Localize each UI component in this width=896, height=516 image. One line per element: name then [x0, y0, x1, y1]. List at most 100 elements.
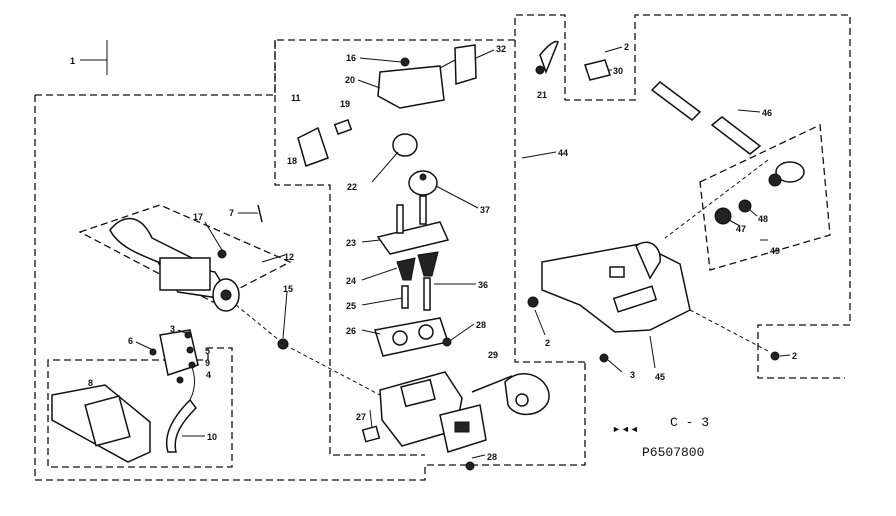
part-3-bolt: [599, 353, 609, 363]
part-49-fitting: [775, 161, 805, 183]
part-9-screw: [186, 346, 194, 354]
leader-48: [749, 209, 758, 217]
callout-1: 1: [70, 56, 75, 66]
callout-10: 10: [207, 432, 217, 442]
part-30-clip: [584, 59, 611, 81]
right-subbox: [699, 124, 831, 271]
burner-bracket: [159, 257, 211, 291]
leader-25: [361, 297, 403, 306]
callout-19: 19: [340, 99, 350, 109]
part-28b-screw: [465, 461, 475, 471]
part-23-stem-a: [396, 204, 404, 234]
leader-26: [361, 329, 381, 335]
callout-27: 27: [356, 412, 366, 422]
callout-45: 45: [655, 372, 665, 382]
callout-46: 46: [762, 108, 772, 118]
dash-burner-to-valve: [235, 304, 381, 396]
leader-2-left: [534, 309, 546, 336]
callout-29: 29: [488, 350, 498, 360]
callout-26: 26: [346, 326, 356, 336]
lower-connector: [159, 329, 199, 376]
part-15-nut: [277, 338, 289, 350]
part-27-fitting: [361, 425, 381, 443]
dash-fitting-to-valve: [664, 159, 769, 239]
dash-bracket-right: [689, 309, 771, 353]
callout-8: 8: [88, 378, 93, 388]
callout-3: 3: [170, 324, 175, 334]
part-2-bolt-right: [770, 351, 780, 361]
callout-7: 7: [229, 208, 234, 218]
leader-3: [177, 329, 189, 335]
part-37-cap-dot: [419, 173, 427, 181]
part-48-washer: [738, 199, 752, 213]
section-code: C - 3: [670, 415, 709, 430]
part-17-screw: [217, 249, 227, 259]
leader-44: [521, 151, 557, 159]
callout-28: 28: [476, 320, 486, 330]
leader-15: [282, 291, 288, 339]
callout-5: 5: [205, 346, 210, 356]
callout-2-left: 2: [545, 338, 550, 348]
left-subbox: [47, 347, 233, 468]
callout-2-right: 2: [792, 351, 797, 361]
part-36-spring: [417, 251, 439, 277]
part-6-nut: [149, 348, 157, 356]
leader-46: [737, 109, 761, 113]
callout-16: 16: [346, 53, 356, 63]
part-46-tube-a: [650, 81, 702, 121]
leader-45: [649, 335, 656, 369]
outer-boundary: [35, 14, 851, 379]
callout-9: 9: [205, 358, 210, 368]
part-5-screw: [176, 376, 184, 384]
callout-2-top: 2: [624, 42, 629, 52]
leader-26b: [471, 454, 486, 459]
part-23-stem-b: [419, 195, 427, 225]
leader-27: [369, 409, 373, 429]
callout-44: 44: [558, 148, 568, 158]
callout-24: 24: [346, 276, 356, 286]
callout-36: 36: [478, 280, 488, 290]
callout-23: 23: [346, 238, 356, 248]
part-45-bracket: [541, 243, 691, 333]
part-22-magnet: [392, 133, 418, 157]
leader-23: [361, 239, 381, 243]
callout-37: 37: [480, 205, 490, 215]
part-28-screw: [442, 337, 452, 347]
model-code: P6507800: [642, 445, 704, 460]
leader-20: [357, 79, 381, 89]
leader-12: [261, 254, 286, 263]
callout-20: 20: [345, 75, 355, 85]
valve-outlet-port: [454, 421, 470, 433]
part-7-pin: [257, 204, 263, 223]
bracket-ear: [635, 241, 661, 280]
leader-2-top: [604, 46, 623, 53]
callout-12: 12: [284, 252, 294, 262]
part-32-plate: [454, 44, 477, 85]
part-23-plate: [376, 221, 450, 255]
leader-47: [728, 219, 741, 227]
part-29-knob: [504, 372, 550, 416]
part-46-tube-b: [710, 116, 762, 155]
part-29-shaft: [471, 375, 513, 393]
part-24-spring: [396, 257, 416, 281]
part-4-screw: [188, 361, 196, 369]
valve-window: [400, 378, 436, 408]
part-19-clip: [333, 118, 353, 136]
gasket-hole-b: [418, 324, 434, 340]
leader-6: [135, 341, 154, 351]
part-37-cap: [408, 170, 438, 196]
part-26-gasket: [374, 317, 449, 357]
part-2-bolt-left: [527, 296, 539, 308]
bottom-boundary: [34, 95, 586, 481]
knob-hub: [515, 393, 529, 407]
leader-24: [361, 267, 398, 281]
bracket-link: [439, 59, 456, 69]
center-frame-right: [514, 40, 585, 363]
bracket-tab: [609, 266, 625, 278]
part-11-switch: [297, 126, 329, 167]
callout-3-right: 3: [630, 370, 635, 380]
leader-16: [359, 57, 402, 63]
lower-cover: [84, 395, 131, 447]
leader-17: [204, 221, 223, 251]
